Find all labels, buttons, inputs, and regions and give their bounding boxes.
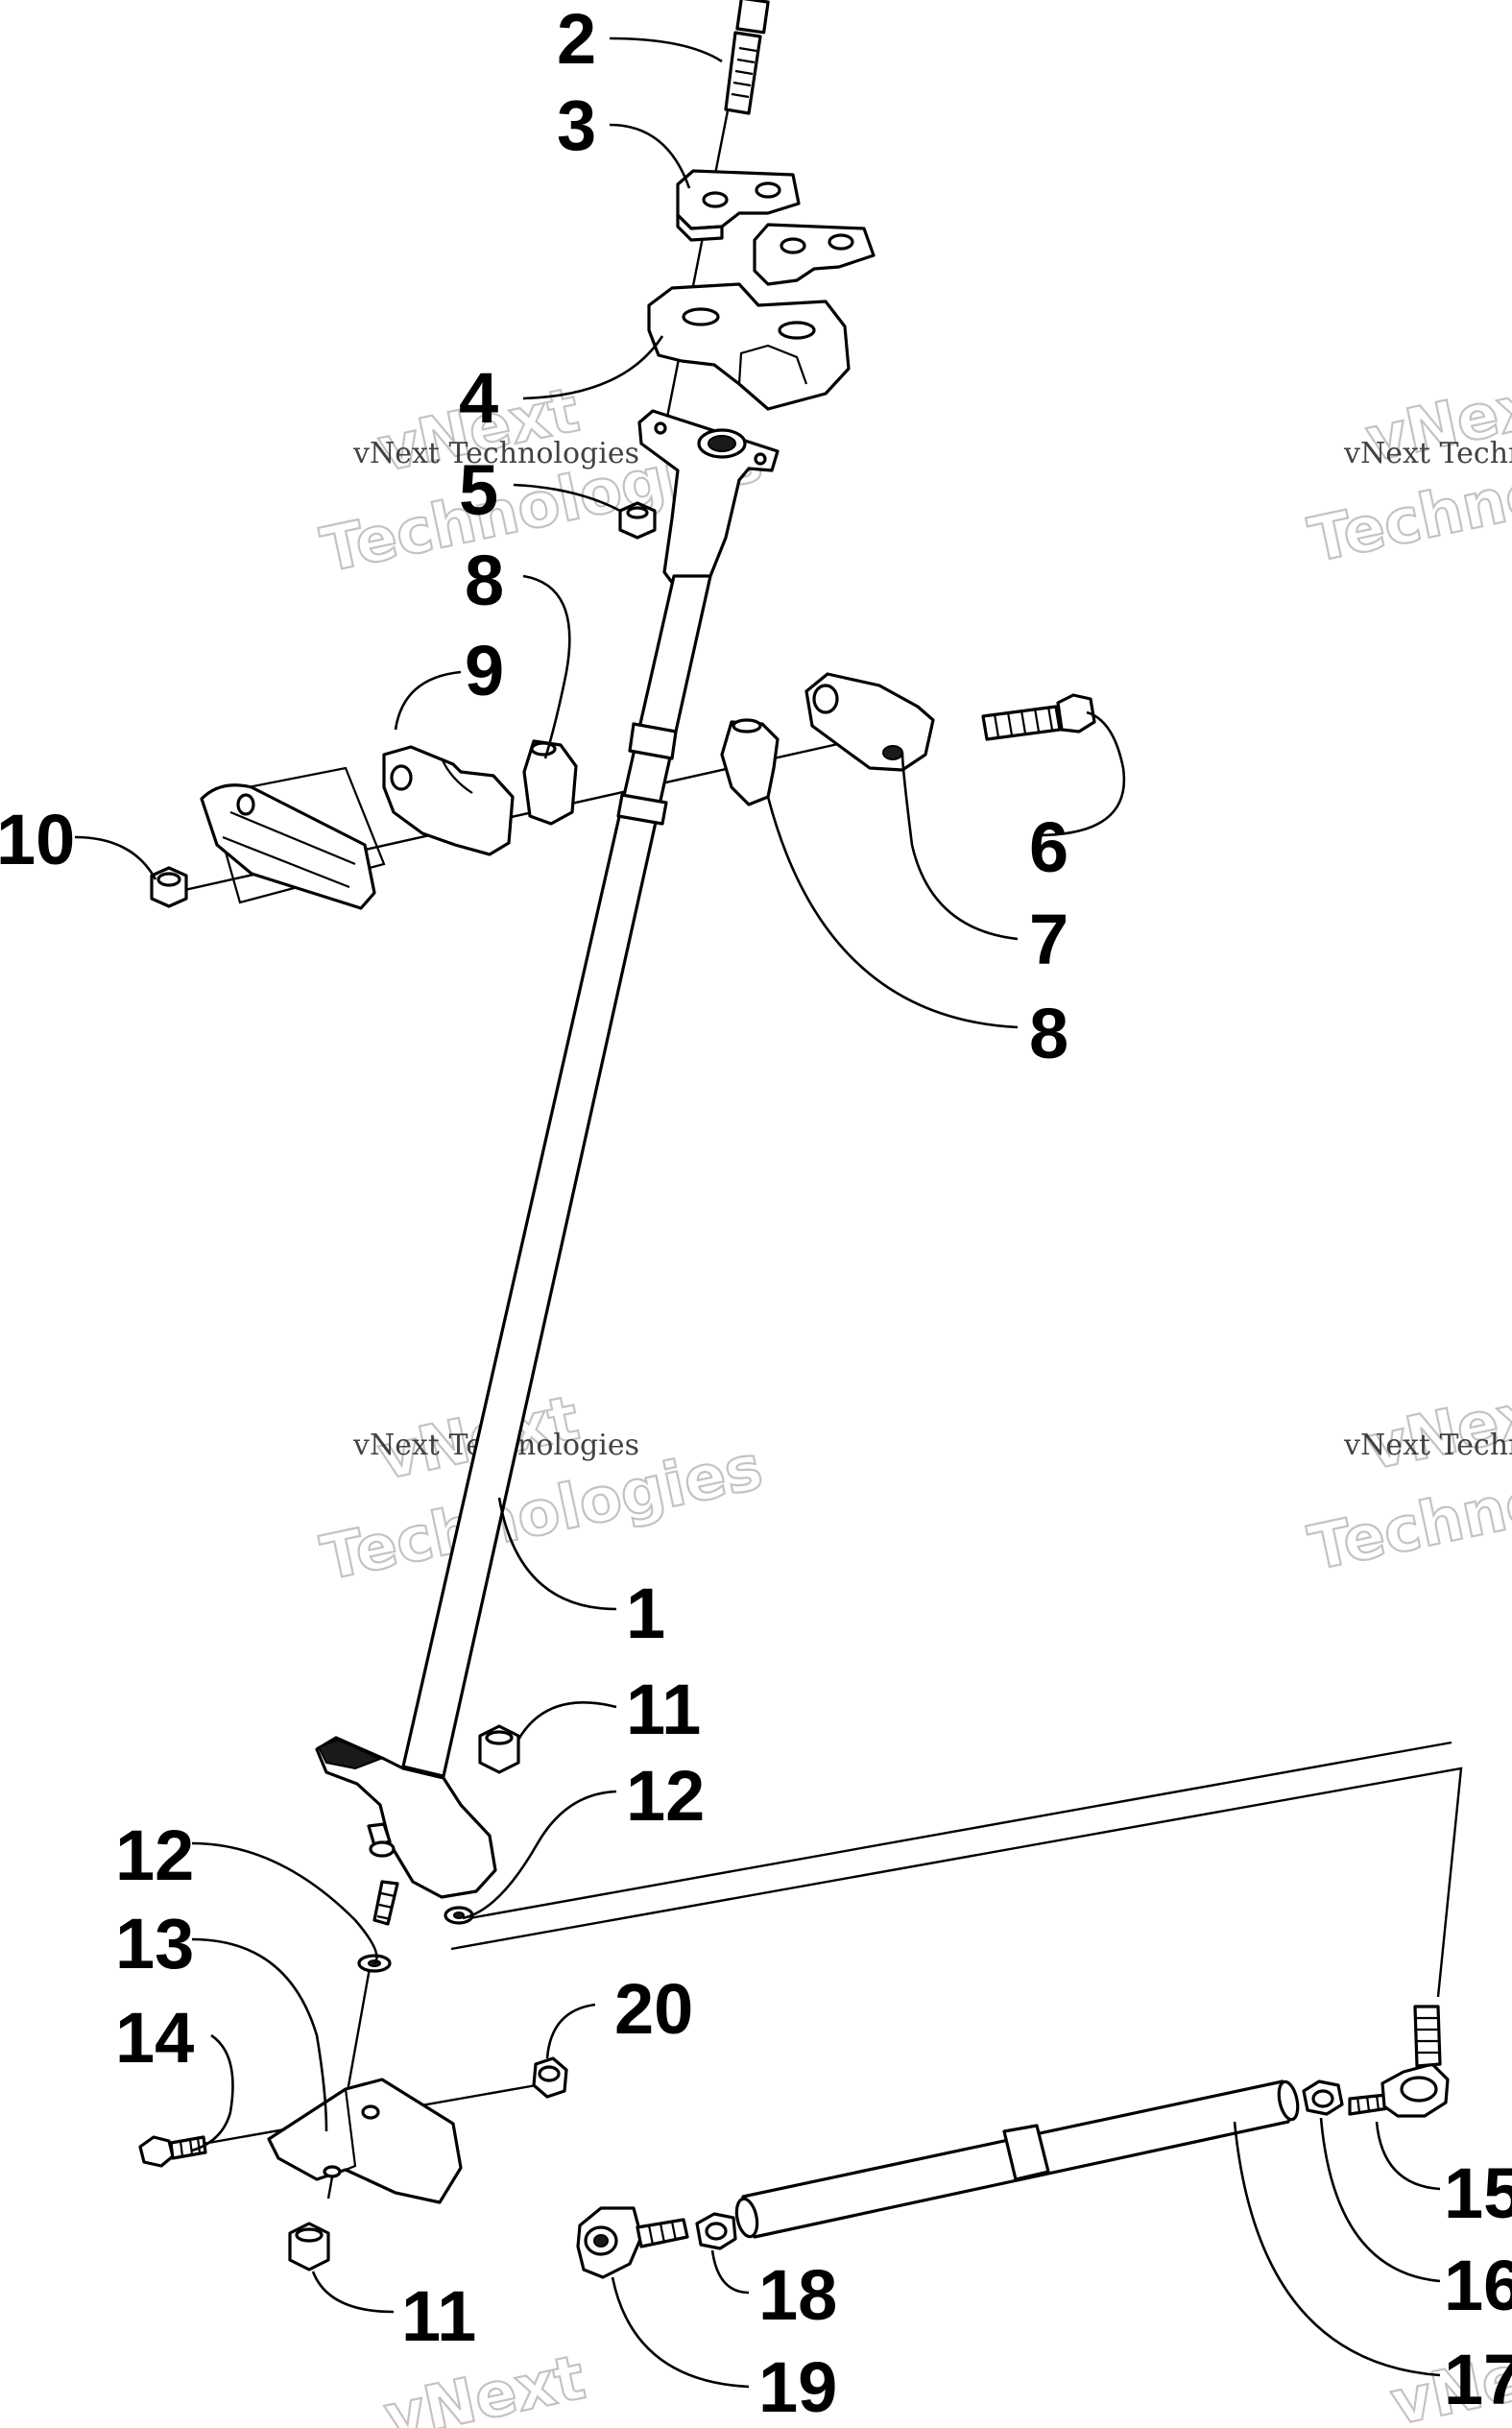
tie-rod-end-part-19 [576,2206,689,2279]
jam-nut-part-18 [695,2212,737,2250]
steering-bracket-part-13 [267,2078,463,2204]
callout-2: 2 [557,0,596,79]
nut-part-11-upper [478,1724,520,1774]
callout-4: 4 [459,358,498,438]
callout-11-lower: 11 [401,2276,476,2356]
callout-20: 20 [614,1969,693,2049]
callout-12-lower: 12 [115,1815,194,1895]
callout-5: 5 [459,450,498,530]
assembly-axis-lines [162,85,1463,2200]
handlebar-left-section [200,766,386,910]
handlebar-clamp-cap-part-3 [676,169,876,286]
callout-15: 15 [1444,2153,1512,2233]
callout-19: 19 [758,2347,837,2427]
callout-12-upper: 12 [626,1756,705,1836]
nut-part-11-lower [288,2222,330,2272]
steering-post-part-1 [401,574,712,1778]
callout-8-left: 8 [465,541,504,620]
callout-8-right: 8 [1029,994,1068,1073]
callout-9: 9 [465,631,504,710]
callout-10: 10 [0,800,75,879]
callout-14: 14 [115,1998,194,2078]
washer-part-12-upper [444,1906,474,1925]
watermark-small: vNext Technologies [352,437,639,470]
callout-13: 13 [115,1904,194,1983]
stud-lower [372,1880,399,1926]
bolt-part-14 [138,2135,207,2168]
nut-part-10 [150,866,188,908]
tie-rod-end-part-15 [1348,2005,1450,2118]
nut-part-5 [618,501,657,540]
watermark-small: vNext Technologies [1343,437,1512,470]
callout-7: 7 [1029,900,1068,979]
leader-lines [74,36,1441,2389]
callout-16: 16 [1444,2246,1512,2325]
steering-arm-lower [315,1736,497,1899]
tie-rod-part-17 [734,2079,1300,2239]
callout-17: 17 [1444,2340,1512,2419]
bushing-part-8-left [522,739,578,826]
jam-nut-part-16 [1302,2079,1344,2116]
watermark-group-3: vNext Technologies [314,1382,769,1596]
handlebar-clamp-base-part-4 [647,282,851,411]
callout-3: 3 [557,85,596,165]
handlebar-clamp-part-9 [382,745,515,856]
callout-6: 6 [1029,807,1068,887]
bolt-part-2 [724,0,770,115]
watermark-small: vNext Technologies [1343,1429,1512,1462]
callout-1: 1 [626,1574,665,1653]
callout-18: 18 [758,2255,837,2335]
callout-11-upper: 11 [626,1670,701,1749]
handlebar-clamp-part-7 [804,672,935,772]
bushing-part-8-right [720,718,780,806]
bolt-part-6 [981,693,1096,741]
steering-post-top-bracket [637,409,780,589]
nut-part-20 [532,2056,568,2099]
